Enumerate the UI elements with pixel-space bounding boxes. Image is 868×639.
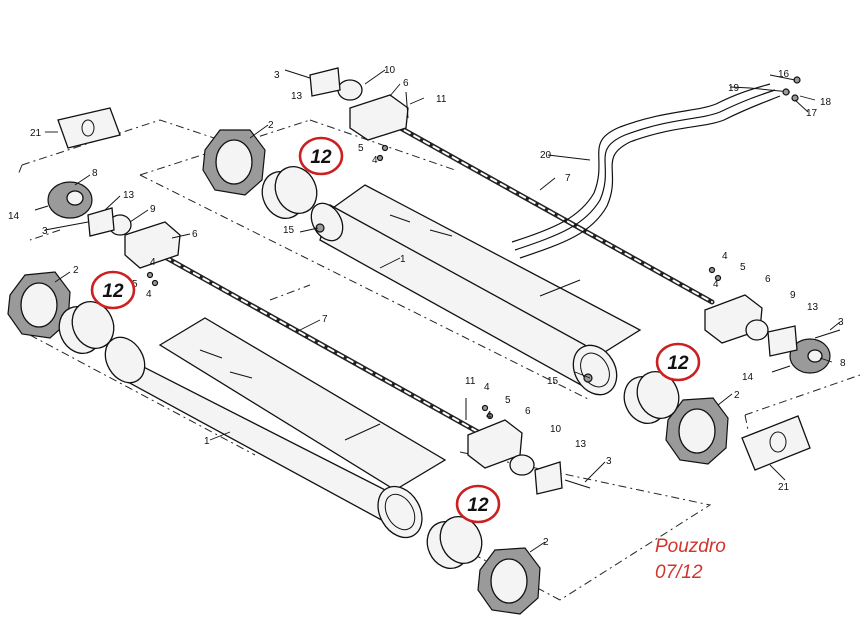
label-5b: 5 — [358, 143, 364, 154]
hose-20 — [511, 83, 781, 259]
label-8: 8 — [92, 168, 98, 179]
highlight-callout-right: 12 — [655, 342, 701, 382]
label-5d: 5 — [505, 395, 511, 406]
highlight-callout-left: 12 — [90, 270, 136, 310]
label-2c: 2 — [734, 390, 740, 401]
label-14b: 14 — [742, 372, 754, 383]
cylinder-10-lower — [509, 454, 535, 476]
label-17: 17 — [806, 108, 818, 119]
label-1: 1 — [400, 254, 406, 265]
label-6c: 6 — [765, 274, 771, 285]
label-4f: 4 — [484, 382, 490, 393]
label-8b: 8 — [840, 358, 846, 369]
caption: Pouzdro 07/12 — [655, 536, 726, 583]
caption-title: Pouzdro — [655, 536, 726, 557]
label-2b: 2 — [73, 265, 79, 276]
label-13d: 13 — [575, 439, 587, 450]
cylinder-8-right — [789, 338, 831, 374]
label-2: 2 — [268, 120, 274, 131]
label-6b: 6 — [403, 78, 409, 89]
hub-flange-bottom — [477, 547, 541, 615]
highlight-callout-upper: 12 — [298, 136, 344, 176]
label-3d: 3 — [606, 456, 612, 467]
label-13: 13 — [123, 190, 135, 201]
label-15: 15 — [283, 225, 295, 236]
label-4b: 4 — [146, 289, 152, 300]
bracket-13-upper — [309, 67, 341, 97]
label-1b: 1 — [204, 436, 210, 447]
bracket-13-left — [87, 207, 115, 237]
label-4g: 4 — [486, 410, 492, 421]
label-3: 3 — [42, 226, 48, 237]
label-4d: 4 — [722, 251, 728, 262]
label-4e: 4 — [713, 279, 719, 290]
leader-lines — [45, 69, 841, 553]
part-labels: 21 8 13 14 3 9 6 4 5 4 2 2 3 13 10 6 11 … — [8, 65, 846, 548]
label-5c: 5 — [740, 262, 746, 273]
highlight-callout-bottom: 12 — [455, 484, 501, 524]
bushing-right — [623, 371, 680, 424]
label-6: 6 — [192, 229, 198, 240]
label-11b: 11 — [465, 376, 476, 387]
label-14: 14 — [8, 211, 20, 222]
cylinder-9-right — [745, 319, 769, 341]
highlight-label-left: 12 — [102, 281, 124, 302]
plate-21-lower — [741, 415, 811, 471]
label-3c: 3 — [838, 317, 844, 328]
hub-flange-right — [665, 397, 729, 465]
highlight-label-right: 12 — [667, 353, 689, 374]
bracket-13-right — [767, 325, 798, 357]
bearing-housing-upper — [349, 94, 409, 141]
label-10: 10 — [384, 65, 396, 76]
shaft-upper — [392, 122, 715, 305]
assembly-outline-upper — [17, 119, 861, 431]
label-20: 20 — [540, 150, 552, 161]
label-19: 19 — [728, 83, 740, 94]
label-9: 9 — [150, 204, 156, 215]
bushing-lower-left — [58, 301, 115, 354]
label-6d: 6 — [525, 406, 531, 417]
hub-flange-lower-left — [7, 271, 71, 339]
hub-flange-upper-left — [202, 129, 266, 196]
shaft-lower — [162, 254, 481, 435]
cylinder-8-left — [47, 181, 93, 219]
bracket-13-lower — [534, 461, 563, 495]
label-21: 21 — [30, 128, 42, 139]
caption-code: 07/12 — [655, 562, 703, 583]
bushing-upper — [261, 166, 318, 219]
label-2d: 2 — [543, 537, 549, 548]
bushing-bottom — [426, 516, 483, 569]
label-7b: 7 — [565, 173, 571, 184]
label-18: 18 — [820, 97, 832, 108]
roller-tube-upper — [310, 184, 642, 396]
roller-tube-lower — [104, 317, 447, 539]
label-11: 11 — [436, 94, 447, 105]
label-16: 16 — [778, 69, 790, 80]
highlight-label-upper: 12 — [310, 147, 332, 168]
label-21b: 21 — [778, 482, 790, 493]
bolt-group — [34, 69, 841, 489]
cylinder-10-upper — [337, 79, 363, 101]
label-4c: 4 — [372, 155, 378, 166]
label-7: 7 — [322, 314, 328, 325]
label-10b: 10 — [550, 424, 562, 435]
label-15b: 15 — [547, 376, 559, 387]
label-13b: 13 — [291, 91, 303, 102]
highlight-label-bottom: 12 — [467, 495, 489, 516]
label-5: 5 — [132, 279, 138, 290]
label-9b: 9 — [790, 290, 796, 301]
plate-21-upper — [57, 107, 121, 149]
bearing-housing-left — [124, 221, 181, 269]
label-13c: 13 — [807, 302, 819, 313]
label-4: 4 — [150, 257, 156, 268]
label-3b: 3 — [274, 70, 280, 81]
